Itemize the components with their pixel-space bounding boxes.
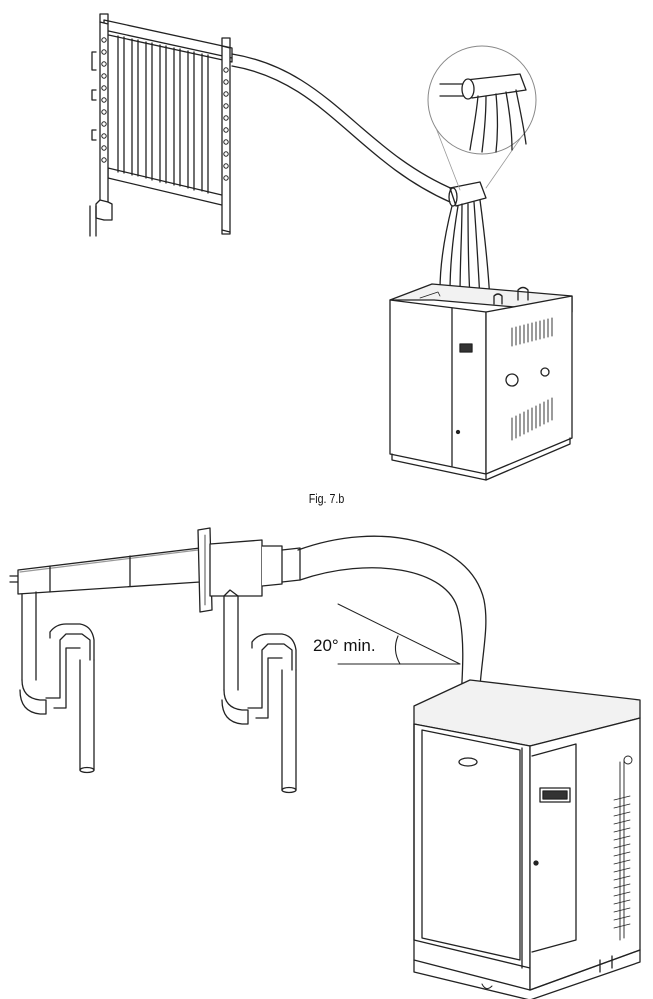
humidifier-unit-top	[389, 283, 573, 481]
detail-magnifier	[427, 45, 537, 191]
figure-caption: Fig. 7.b	[308, 491, 345, 506]
condensate-drain-right	[221, 589, 297, 794]
top-illustration	[89, 13, 573, 481]
angle-label: 20° min.	[313, 636, 376, 655]
steam-hose-top	[231, 53, 456, 203]
condensate-drain-left	[19, 591, 95, 774]
linear-steam-distributor	[9, 527, 301, 613]
humidifier-unit-bottom	[413, 679, 641, 999]
steam-distributor-rack	[89, 13, 233, 237]
angle-indicator	[337, 603, 461, 665]
